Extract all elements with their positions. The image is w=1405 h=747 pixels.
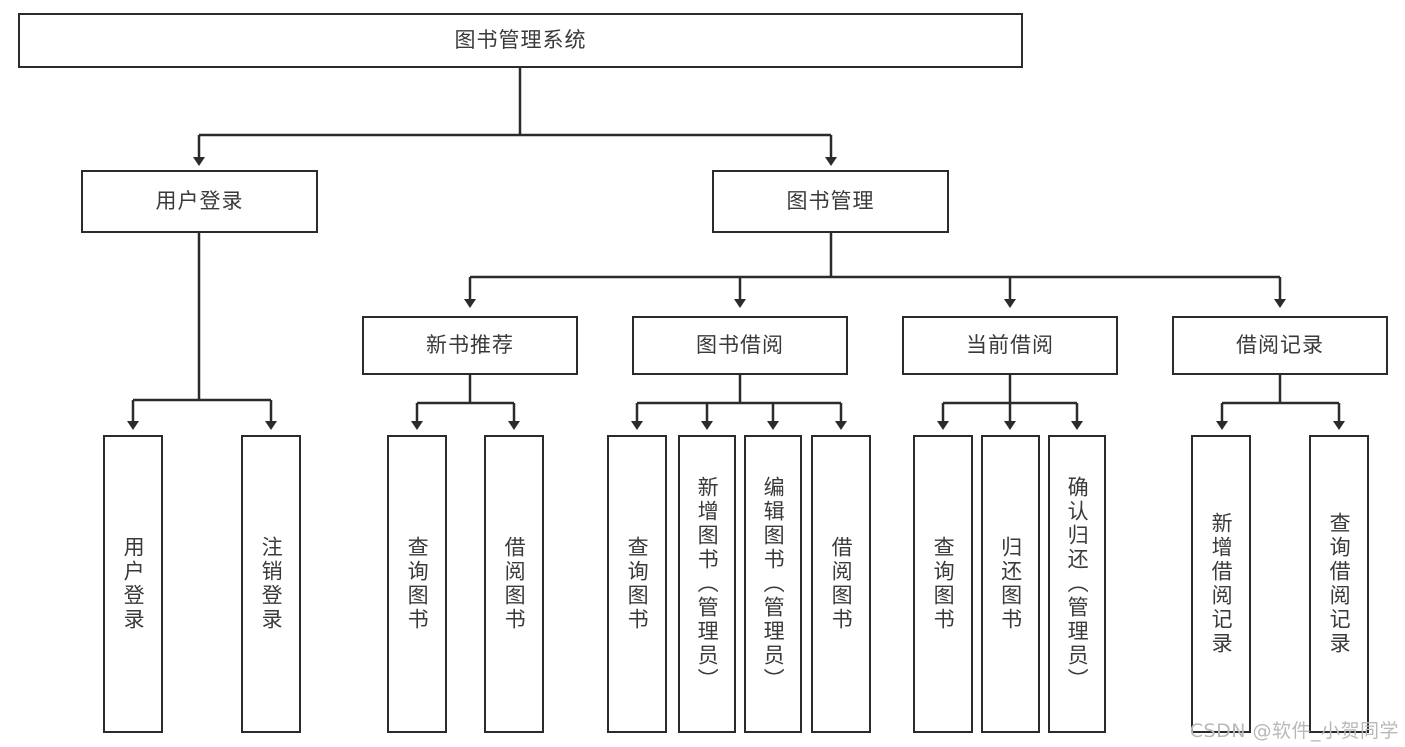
node-label: 用户登录	[121, 536, 146, 632]
node-label: 归还图书	[998, 536, 1023, 632]
node-label: 图书借阅	[696, 333, 784, 358]
node-book-borrow[interactable]: 图书借阅	[632, 316, 848, 375]
node-leaf-return-book[interactable]: 归还图书	[981, 435, 1040, 733]
node-label: 确认归还（管理员）	[1065, 476, 1090, 692]
node-current-borrow[interactable]: 当前借阅	[902, 316, 1118, 375]
node-leaf-add-book-admin[interactable]: 新增图书（管理员）	[678, 435, 736, 733]
node-leaf-query-book-current[interactable]: 查询图书	[913, 435, 973, 733]
node-book-management[interactable]: 图书管理	[712, 170, 949, 233]
node-label: 查询借阅记录	[1327, 512, 1352, 656]
node-leaf-logout[interactable]: 注销登录	[241, 435, 301, 733]
node-label: 查询图书	[931, 536, 956, 632]
node-leaf-borrow-book[interactable]: 借阅图书	[811, 435, 871, 733]
node-label: 图书管理系统	[454, 28, 587, 53]
node-borrow-record[interactable]: 借阅记录	[1172, 316, 1388, 375]
watermark-text: CSDN @软件_小贺同学	[1189, 720, 1399, 742]
node-leaf-add-borrow-record[interactable]: 新增借阅记录	[1191, 435, 1251, 733]
node-label: 借阅图书	[829, 536, 854, 632]
node-leaf-confirm-return-admin[interactable]: 确认归还（管理员）	[1048, 435, 1106, 733]
node-label: 借阅图书	[502, 536, 527, 632]
node-leaf-user-login[interactable]: 用户登录	[103, 435, 163, 733]
node-label: 图书管理	[786, 189, 875, 214]
node-label: 新增借阅记录	[1209, 512, 1234, 656]
node-label: 查询图书	[625, 536, 650, 632]
node-leaf-borrow-book-new[interactable]: 借阅图书	[484, 435, 544, 733]
node-leaf-query-borrow-record[interactable]: 查询借阅记录	[1309, 435, 1369, 733]
node-leaf-edit-book-admin[interactable]: 编辑图书（管理员）	[744, 435, 802, 733]
node-label: 注销登录	[259, 536, 284, 632]
node-label: 用户登录	[155, 189, 244, 214]
node-root-book-management-system[interactable]: 图书管理系统	[18, 13, 1023, 68]
node-label: 借阅记录	[1236, 333, 1324, 358]
node-label: 新增图书（管理员）	[695, 476, 720, 692]
node-label: 当前借阅	[966, 333, 1054, 358]
node-label: 查询图书	[405, 536, 430, 632]
node-leaf-query-book-borrow[interactable]: 查询图书	[607, 435, 667, 733]
node-label: 新书推荐	[426, 333, 514, 358]
node-leaf-query-book-new[interactable]: 查询图书	[387, 435, 447, 733]
node-label: 编辑图书（管理员）	[761, 476, 786, 692]
node-user-login[interactable]: 用户登录	[81, 170, 318, 233]
node-new-book-recommendation[interactable]: 新书推荐	[362, 316, 578, 375]
